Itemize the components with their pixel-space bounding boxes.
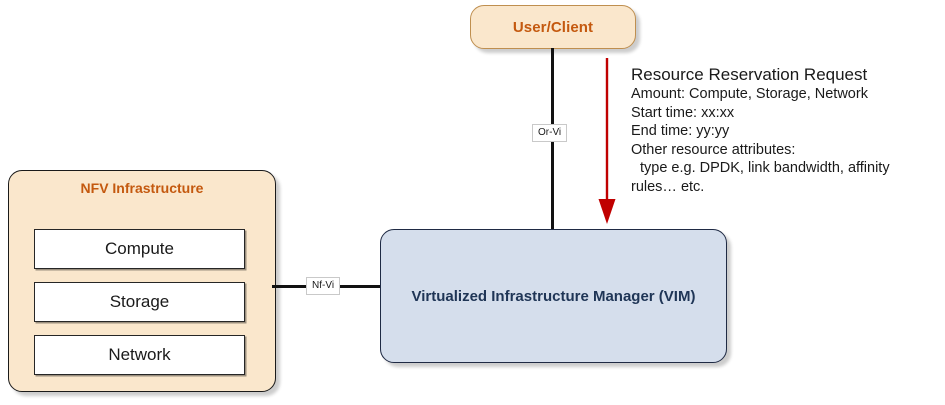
- nfvi-resource-storage[interactable]: Storage: [34, 282, 245, 322]
- annotation-line-rules: rules… etc.: [631, 178, 705, 195]
- annotation-line-start-time: Start time: xx:xx: [631, 104, 735, 121]
- user-client-box[interactable]: User/Client: [470, 5, 636, 49]
- nfv-infrastructure-title: NFV Infrastructure: [80, 180, 204, 196]
- nfv-infrastructure-box[interactable]: NFV Infrastructure Compute Storage Netwo…: [8, 170, 276, 392]
- annotation-line-other-attributes: Other resource attributes:: [631, 141, 796, 158]
- annotation-title: Resource Reservation Request: [631, 65, 868, 84]
- nfvi-resource-compute[interactable]: Compute: [34, 229, 245, 269]
- nf-vi-connector-label: Nf-Vi: [306, 277, 341, 295]
- or-vi-connector-label: Or-Vi: [532, 124, 568, 142]
- vim-label: Virtualized Infrastructure Manager (VIM): [411, 287, 696, 305]
- vim-box[interactable]: Virtualized Infrastructure Manager (VIM): [380, 229, 727, 363]
- resource-reservation-request-annotation: Resource Reservation Request Amount: Com…: [631, 64, 943, 196]
- nfvi-resource-network[interactable]: Network: [34, 335, 245, 375]
- annotation-line-amount: Amount: Compute, Storage, Network: [631, 86, 868, 102]
- annotation-line-attribute-examples: type e.g. DPDK, link bandwidth, affinity: [640, 160, 890, 176]
- annotation-line-end-time: End time: yy:yy: [631, 123, 730, 139]
- user-client-label: User/Client: [512, 18, 594, 36]
- resource-reservation-request-arrow-icon: [598, 58, 616, 224]
